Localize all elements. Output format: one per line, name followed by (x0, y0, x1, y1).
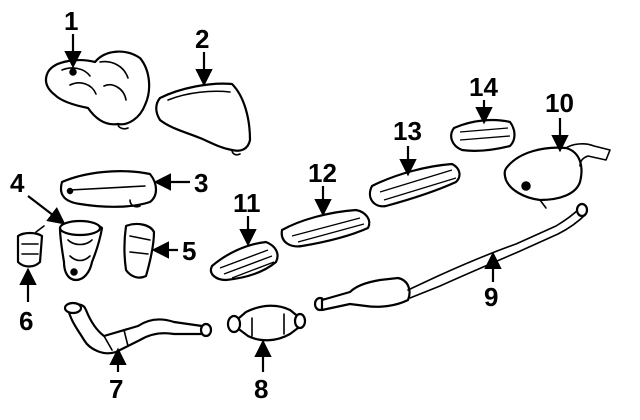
callout-6: 6 (19, 306, 33, 336)
callout-14: 14 (469, 72, 498, 102)
part-13-center-heat-shield (368, 162, 461, 208)
part-4-exhaust-manifold (58, 219, 104, 282)
callout-11: 11 (233, 188, 261, 218)
part-5-shield-bracket (123, 222, 156, 279)
callout-13: 13 (393, 116, 422, 146)
part-12-converter-heat-shield (280, 208, 371, 248)
callout-10: 10 (545, 88, 574, 118)
part-6-bracket (16, 225, 45, 268)
callout-4: 4 (10, 168, 25, 198)
part-1-manifold-heat-shield (44, 50, 151, 130)
part-3-lower-heat-shield (59, 170, 158, 208)
callout-2: 2 (195, 24, 209, 54)
callout-3: 3 (194, 168, 208, 198)
callout-1: 1 (64, 6, 78, 36)
callout-9: 9 (484, 282, 498, 312)
part-14-rear-heat-shield (450, 118, 516, 152)
callout-5: 5 (182, 236, 196, 266)
part-8-catalytic-converter (226, 304, 307, 342)
callout-leaders (19, 34, 569, 372)
part-2-upper-heat-shield (155, 82, 252, 156)
callout-12: 12 (308, 158, 337, 188)
part-11-heat-shield (209, 240, 279, 282)
callout-labels: 1 2 3 4 5 6 7 8 9 10 11 12 13 14 (10, 6, 574, 404)
part-10-muffler (503, 143, 611, 209)
callout-7: 7 (109, 374, 123, 404)
callout-8: 8 (254, 374, 268, 404)
part-7-front-pipe (63, 301, 213, 355)
